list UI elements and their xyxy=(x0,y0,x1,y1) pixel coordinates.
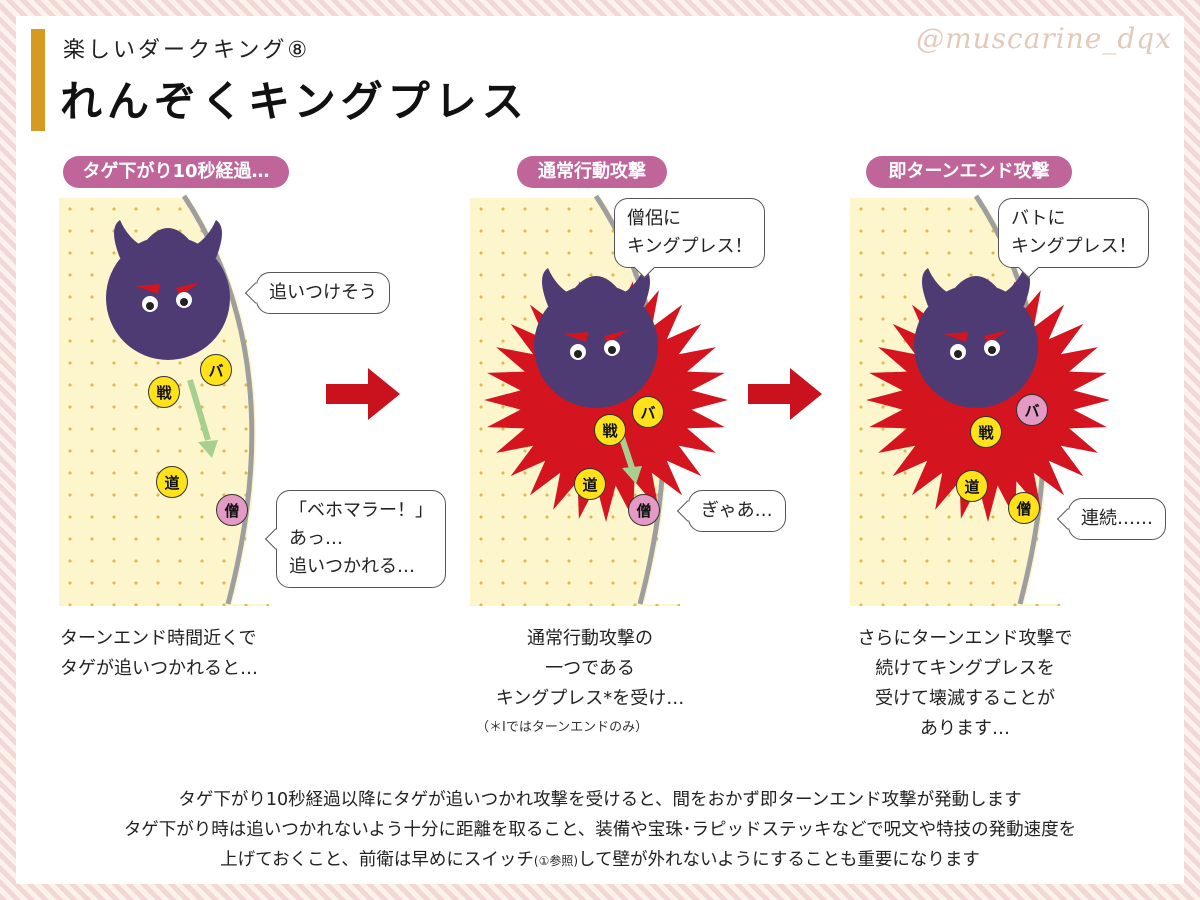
page-title: れんぞくキングプレス xyxy=(60,77,529,126)
priest-badge-1: 僧 xyxy=(216,494,248,526)
title-accent-bar xyxy=(31,29,45,131)
panel-2-note: （＊Ⅰではターンエンドのみ） xyxy=(476,720,649,735)
panel-2-label: 通常行動攻撃 xyxy=(517,156,667,188)
warrior-badge-2: 戦 xyxy=(594,414,626,446)
panel-3-caption: さらにターンエンド攻撃で 続けてキングプレスを 受けて壊滅することが あります… xyxy=(857,628,1073,739)
footer-line-3-ref: (①参照) xyxy=(533,854,579,868)
footer-line-3-a: 上げておくこと、前衛は早めにスイッチ xyxy=(220,850,534,870)
panel-2-caption: 通常行動攻撃の 一つである キングプレス*を受け… xyxy=(495,628,685,709)
author-handle: @muscarine_dqx xyxy=(916,22,1172,55)
battle-master-badge-2: バ xyxy=(632,396,664,428)
footer-line-1: タゲ下がり10秒経過以降にタゲが追いつかれ攻撃を受けると、間をおかず即ターンエン… xyxy=(178,790,1022,810)
panel-1-bubble-b: 「ベホマラー！」 あっ… 追いつかれる… xyxy=(276,490,446,588)
thief-badge-1: 道 xyxy=(156,466,188,498)
priest-badge-3: 僧 xyxy=(1008,492,1040,524)
footer-line-2: タゲ下がり時は追いつかれないよう十分に距離を取ること、装備や宝珠･ラピッドステッ… xyxy=(123,820,1077,840)
panel-2-bubble-a: 僧侶に キングプレス！ xyxy=(614,198,766,268)
thief-badge-3: 道 xyxy=(956,470,988,502)
series-subtitle: 楽しいダークキング⑧ xyxy=(63,38,311,63)
panel-1-bubble-a: 追いつけそう xyxy=(256,272,390,314)
panel-3-label: 即ターンエンド攻撃 xyxy=(866,156,1072,188)
warrior-badge-3: 戦 xyxy=(970,416,1002,448)
panel-1-caption: ターンエンド時間近くで タゲが追いつかれると… xyxy=(60,628,258,679)
panel-1-label: タゲ下がり10秒経過… xyxy=(63,156,289,188)
thief-badge-2: 道 xyxy=(574,468,606,500)
panel-3-bubble-b: 連続…… xyxy=(1068,498,1166,540)
battle-master-badge-3: バ xyxy=(1016,394,1048,426)
warrior-badge-1: 戦 xyxy=(148,376,180,408)
footer-line-3-b: して壁が外れないようにすることも重要になります xyxy=(578,850,980,870)
priest-badge-2: 僧 xyxy=(628,494,660,526)
footer-line-3: 上げておくこと、前衛は早めにスイッチ(①参照)して壁が外れないようにすることも重… xyxy=(0,846,1200,875)
panel-3-bubble-a: バトに キングプレス！ xyxy=(998,198,1150,268)
panel-2-bubble-b: ぎゃあ… xyxy=(688,490,786,532)
battle-master-badge-1: バ xyxy=(200,354,232,386)
